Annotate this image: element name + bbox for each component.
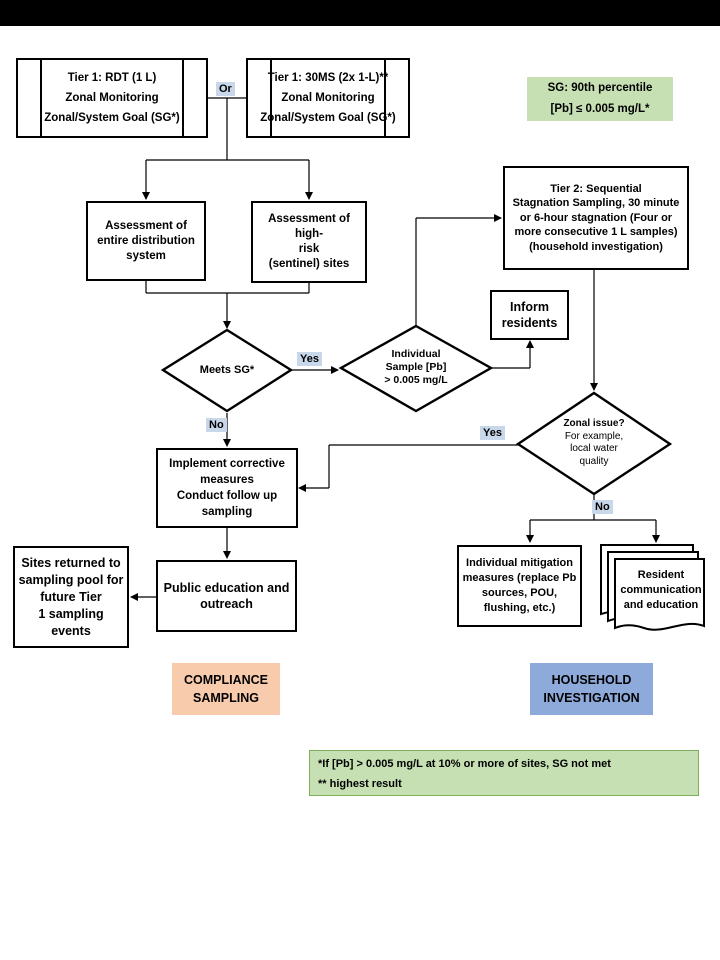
- individual-line2: Sample [Pb]: [385, 361, 447, 373]
- assess-highrisk-box: Assessment of high- risk (sentinel) site…: [251, 201, 367, 283]
- tier2-line2: Stagnation Sampling, 30 minute: [512, 197, 680, 210]
- tier2-line3: or 6-hour stagnation (Four or: [519, 211, 673, 224]
- assess-highrisk-line2: risk: [298, 243, 320, 255]
- multi-document-icon: [600, 544, 705, 631]
- individual-line1: Individual: [391, 348, 441, 360]
- individual-mitigation-box: Individual mitigation measures (replace …: [457, 545, 582, 627]
- sg-definition-box: SG: 90th percentile [Pb] ≤ 0.005 mg/L*: [527, 77, 673, 121]
- household-line1: HOUSEHOLD: [551, 673, 632, 687]
- mitigation-line1: Individual mitigation: [466, 557, 573, 569]
- tier2-box: Tier 2: Sequential Stagnation Sampling, …: [503, 166, 689, 270]
- zonal-line4: quality: [579, 455, 609, 467]
- compliance-line1: COMPLIANCE: [183, 673, 269, 687]
- inform-residents-box: Inform residents: [490, 290, 569, 340]
- no-label-2: No: [592, 500, 613, 514]
- no-label-1: No: [206, 418, 227, 432]
- mitigation-line3: sources, POU,: [481, 587, 558, 599]
- public-education-box: Public education and outreach: [156, 560, 297, 632]
- tier1-rdt-title: Tier 1: RDT (1 L): [67, 72, 157, 84]
- implement-box: Implement corrective measures Conduct fo…: [156, 448, 298, 528]
- assess-entire-line1: Assessment of: [105, 219, 187, 232]
- zonal-line2: For example,: [564, 430, 624, 442]
- public-edu-line2: outreach: [200, 597, 253, 611]
- mitigation-line4: flushing, etc.): [483, 602, 556, 614]
- compliance-sampling-label: COMPLIANCE SAMPLING: [172, 663, 280, 715]
- assess-entire-line3: system: [126, 249, 166, 262]
- tier1-rdt-line3: Zonal/System Goal (SG*): [44, 112, 180, 124]
- sg-line1: SG: 90th percentile: [547, 82, 653, 94]
- implement-line4: sampling: [201, 506, 253, 518]
- zonal-line3: local water: [570, 443, 618, 454]
- top-bar: [0, 0, 720, 26]
- sites-returned-box: Sites returned to sampling pool for futu…: [13, 546, 129, 648]
- yes-label-1: Yes: [297, 352, 322, 366]
- individual-sample-diamond: [338, 324, 494, 413]
- household-line2: INVESTIGATION: [543, 691, 640, 705]
- resident-line1: Resident: [637, 569, 685, 581]
- mitigation-line2: measures (replace Pb: [462, 572, 577, 584]
- yes-label-2: Yes: [480, 426, 505, 440]
- resident-line3: and education: [623, 599, 699, 611]
- individual-line3: > 0.005 mg/L: [384, 374, 448, 386]
- zonal-issue-diamond: [515, 391, 673, 496]
- assess-highrisk-line1: Assessment of high-: [268, 213, 350, 240]
- inform-line2: residents: [501, 316, 558, 330]
- or-label: Or: [216, 82, 235, 96]
- tier1-30ms-line3: Zonal/System Goal (SG*): [260, 112, 396, 124]
- public-edu-line1: Public education and: [163, 581, 290, 595]
- assess-entire-line2: entire distribution: [97, 234, 195, 247]
- meets-sg-label: Meets SG*: [199, 364, 255, 376]
- footnote-2: ** highest result: [318, 778, 402, 790]
- implement-line3: Conduct follow up: [176, 490, 278, 502]
- resident-comm-label: Resident communication and education: [617, 568, 705, 613]
- resident-line2: communication: [620, 584, 702, 596]
- compliance-line2: SAMPLING: [193, 691, 259, 705]
- sg-line2: [Pb] ≤ 0.005 mg/L*: [550, 103, 650, 115]
- assess-highrisk-line3: (sentinel) sites: [268, 258, 350, 270]
- tier1-30ms-line2: Zonal Monitoring: [281, 92, 375, 104]
- individual-sample-label: Individual Sample [Pb] > 0.005 mg/L: [361, 348, 471, 387]
- implement-line2: measures: [200, 474, 254, 486]
- implement-line1: Implement corrective: [169, 458, 285, 470]
- tier1-30ms-title: Tier 1: 30MS (2x 1-L)**: [267, 72, 389, 84]
- sites-line2: sampling pool for: [18, 572, 124, 587]
- tier2-line5: (household investigation): [529, 240, 663, 253]
- assess-entire-box: Assessment of entire distribution system: [86, 201, 206, 281]
- zonal-issue-label: Zonal issue? For example, local water qu…: [544, 418, 644, 468]
- inform-line1: Inform: [510, 300, 549, 314]
- household-investigation-label: HOUSEHOLD INVESTIGATION: [530, 663, 653, 715]
- sites-line4: 1 sampling events: [38, 606, 104, 638]
- footnote-1: *If [Pb] > 0.005 mg/L at 10% or more of …: [318, 758, 611, 770]
- zonal-line1: Zonal issue?: [563, 418, 625, 429]
- meets-sg-diamond: [160, 328, 294, 413]
- tier2-line1: Tier 2: Sequential: [550, 182, 642, 195]
- tier1-rdt-line2: Zonal Monitoring: [65, 92, 159, 104]
- sites-line3: future Tier: [40, 589, 102, 604]
- tier2-line4: more consecutive 1 L samples): [514, 226, 678, 239]
- footnotes-box: *If [Pb] > 0.005 mg/L at 10% or more of …: [309, 750, 699, 796]
- tier1-30ms-box: Tier 1: 30MS (2x 1-L)** Zonal Monitoring…: [246, 58, 410, 138]
- sites-line1: Sites returned to: [21, 555, 121, 570]
- tier1-rdt-box: Tier 1: RDT (1 L) Zonal Monitoring Zonal…: [16, 58, 208, 138]
